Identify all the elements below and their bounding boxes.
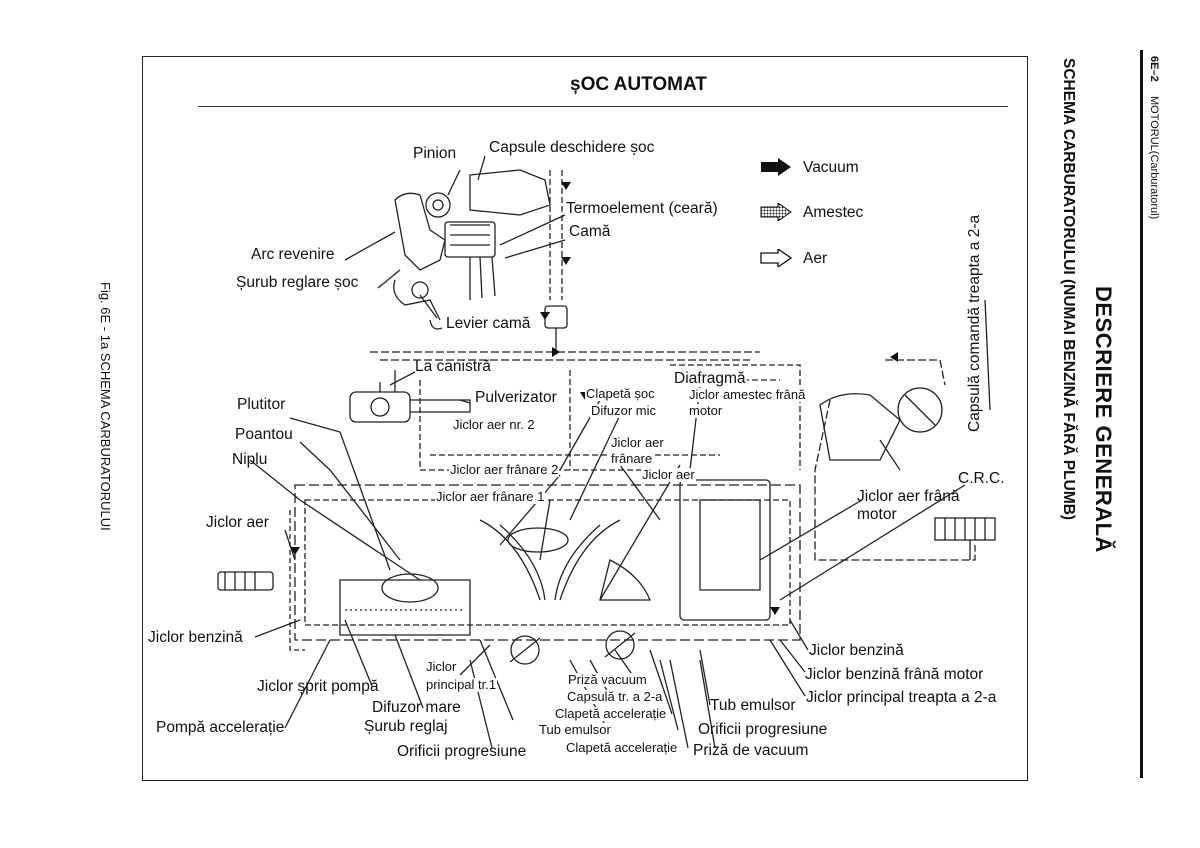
label-priza-vacuum: Priză vacuum [567,672,648,687]
label-jiclor-sprit-pompa: Jiclor șprit pompă [257,678,379,695]
label-jiclor-benzina-right: Jiclor benzină [809,642,904,659]
label-diafragma: Diafragmă [673,370,747,387]
label-difuzor-mare: Difuzor mare [372,699,461,716]
label-crc: C.R.C. [958,470,1005,487]
label-niplu: Niplu [232,451,268,468]
label-orificii-progresiune-right: Orificii progresiune [698,721,828,738]
label-jiclor-aer-nr2: Jiclor aer nr. 2 [452,417,536,432]
label-jiclor-principal-tr1-2: principal tr.1 [425,677,498,692]
label-cama: Camă [569,223,611,240]
label-la-canistra: La canistră [415,358,491,375]
label-capsula-tr2a: Capsulă tr. a 2-a [566,689,664,704]
label-jiclor-aer-franare-right-1: Jiclor aer [610,435,665,450]
label-surub-reglaj: Șurub reglaj [364,718,448,735]
label-jiclor-amestec-frana-motor-2: motor [688,403,724,418]
label-clapeta-acceleratie-2: Clapetă accelerație [565,740,679,755]
figure-title: șOC AUTOMAT [570,74,707,95]
legend-aer: Aer [803,250,828,267]
label-jiclor-aer-frana-motor-1: Jiclor aer frână [857,488,960,505]
label-jiclor-aer-franare-right-2: frânare [610,451,654,466]
label-pompa-acceleratie: Pompă accelerație [156,719,285,736]
dotted-arrow-icon [760,203,792,221]
legend-vacuum: Vacuum [803,159,859,176]
solid-arrow-icon [761,158,791,176]
legend-amestec: Amestec [803,204,864,221]
label-arc-revenire: Arc revenire [251,246,335,263]
label-jiclor-benzina-frana-motor: Jiclor benzină frână motor [805,666,984,683]
label-pulverizator: Pulverizator [474,389,558,406]
label-levier-cama: Levier camă [445,315,532,332]
label-poantou: Poantou [235,426,293,443]
label-pinion: Pinion [413,145,457,162]
label-orificii-progresiune-left: Orificii progresiune [397,743,527,760]
label-priza-de-vacuum: Priză de vacuum [693,742,809,759]
title-divider [198,106,1008,107]
label-termoelement: Termoelement (ceară) [566,200,718,217]
label-jiclor-aer-mid: Jiclor aer [641,467,696,482]
header-rule [1140,50,1143,778]
label-jiclor-aer-left: Jiclor aer [206,514,269,531]
outline-arrow-icon [760,249,792,267]
label-jiclor-principal-tr2: Jiclor principal treapta a 2-a [806,689,997,706]
figure-frame [142,56,1028,781]
label-surub-reglare-soc: Șurub reglare șoc [236,274,359,291]
label-tub-emulsor-mid: Tub emulsor [538,722,612,737]
label-jiclor-amestec-frana-motor-1: Jiclor amestec frână [688,387,807,402]
label-plutitor: Plutitor [237,396,286,413]
label-tub-emulsor-right: Tub emulsor [710,697,796,714]
label-jiclor-aer-frana-motor-2: motor [857,506,897,523]
label-clapeta-acceleratie-1: Clapetă accelerație [554,706,668,721]
label-jiclor-aer-franare-2: Jiclor aer frânare 2 [449,462,560,477]
label-jiclor-principal-tr1-1: Jiclor [425,659,458,674]
label-capsula-comanda: Capsulă comandă treapta a 2-a [966,214,983,432]
label-jiclor-aer-franare-1: Jiclor aer frânare 1 [435,489,546,504]
label-jiclor-benzina-left: Jiclor benzină [148,629,243,646]
label-capsule-deschidere-soc: Capsule deschidere șoc [489,139,655,156]
label-difuzor-mic: Difuzor mic [590,403,658,418]
label-clapeta-soc: Clapetă șoc [585,386,656,401]
